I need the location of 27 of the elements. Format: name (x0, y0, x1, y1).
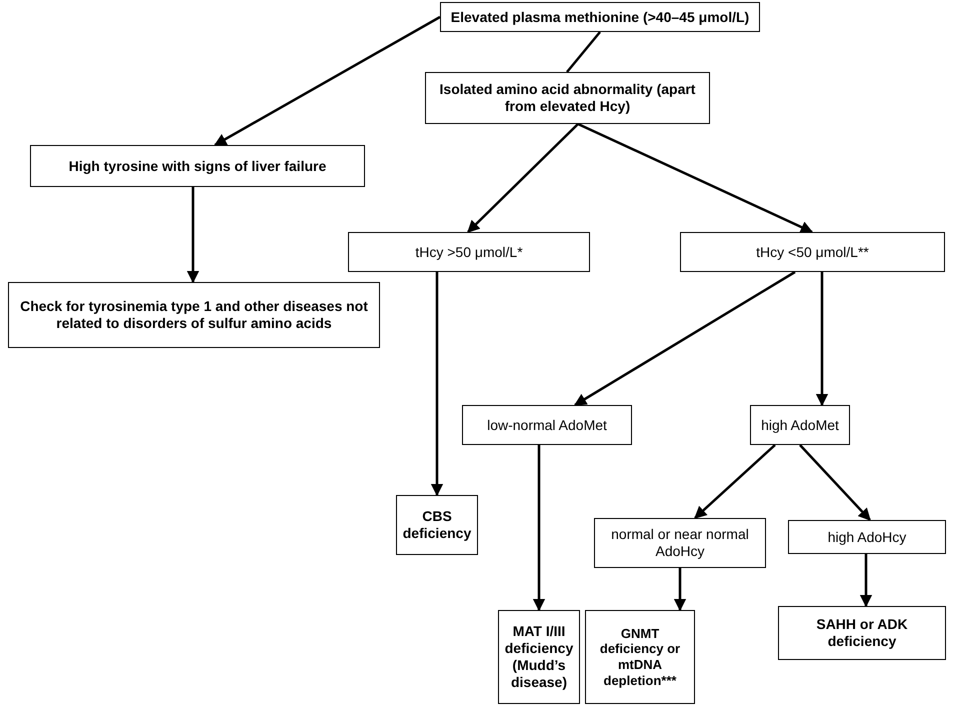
decision-box: tHcy <50 μmol/L** (680, 232, 945, 272)
arrow (574, 270, 796, 406)
decision-box: normal or near normal AdoHcy (594, 518, 766, 568)
result-box: MAT I/III deficiency (Mudd’s disease) (498, 610, 580, 704)
arrow (694, 444, 776, 519)
decision-box: high AdoHcy (788, 520, 946, 554)
result-box: Check for tyrosinemia type 1 and other diseases not related to disorders of sulfur amino acids (8, 282, 380, 348)
arrow (799, 444, 871, 521)
decision-box: tHcy >50 μmol/L* (348, 232, 590, 272)
arrow (674, 568, 686, 612)
result-box: CBS deficiency (396, 495, 478, 555)
result-box: Elevated plasma methionine (>40–45 μmol/L) (440, 2, 760, 32)
arrow (467, 123, 579, 233)
connector-line (566, 31, 601, 73)
arrow (532, 445, 546, 612)
arrow (577, 122, 814, 234)
result-box: Isolated amino acid abnormality (apart from elevated Hcy) (425, 72, 710, 124)
result-box: High tyrosine with signs of liver failure (30, 145, 365, 187)
result-box: GNMT deficiency or mtDNA depletion*** (585, 610, 695, 704)
arrow (430, 272, 444, 496)
arrow (186, 187, 200, 284)
decision-box: high AdoMet (750, 405, 850, 445)
arrow (214, 16, 441, 146)
decision-box: low-normal AdoMet (462, 405, 632, 445)
arrow (860, 554, 872, 608)
arrow (816, 272, 828, 406)
result-box: SAHH or ADK deficiency (778, 606, 946, 660)
